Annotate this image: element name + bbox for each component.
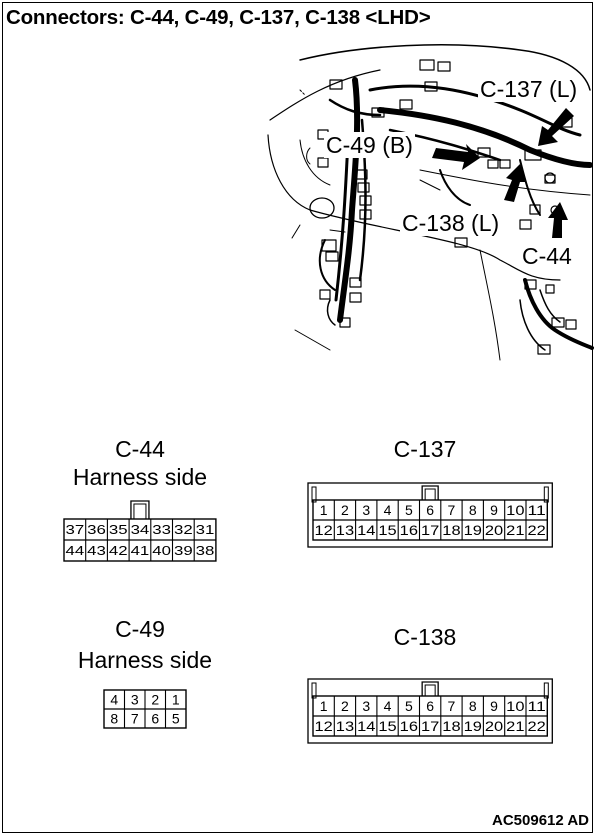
c137-latch-left	[311, 486, 317, 503]
c137-pin-label: 2	[341, 502, 349, 518]
c137-pin-label: 7	[448, 502, 456, 518]
c138-latch-left	[311, 682, 317, 699]
c44-pin-label: 42	[109, 543, 128, 558]
c138-pin-label: 21	[506, 718, 525, 734]
c137-pin-label: 6	[426, 502, 434, 518]
c44-pin-label: 34	[131, 522, 150, 537]
c138-pin-label: 11	[528, 698, 547, 714]
c44-subtitle: Harness side	[72, 464, 208, 490]
c137-pin-label: 5	[405, 502, 413, 518]
c44-key-inner	[133, 503, 147, 520]
c138-pin-label: 1	[320, 698, 328, 714]
c137-pin-label: 20	[485, 522, 504, 538]
c137-pin-label: 14	[357, 522, 376, 538]
c44-pin-label: 33	[152, 522, 171, 537]
c138-pin-label: 4	[384, 698, 392, 714]
c44-pin-label: 41	[131, 543, 150, 558]
c138-pin-label: 16	[400, 718, 419, 734]
c137-key-tab	[421, 485, 439, 500]
callout-c138: C-138 (L)	[400, 210, 502, 236]
c44-pin-label: 38	[196, 543, 215, 558]
c49-pin-label: 3	[131, 692, 139, 708]
c44-pin-label: 37	[66, 522, 85, 537]
c138-key-tab	[421, 681, 439, 696]
c44-pin-label: 35	[109, 522, 128, 537]
c137-pin-label: 15	[378, 522, 397, 538]
c137-pin-label: 1	[320, 502, 328, 518]
c44-pin-label: 31	[196, 522, 215, 537]
c138-latch-right	[543, 682, 549, 699]
c137-shell	[307, 482, 553, 548]
c49-pin-label: 1	[172, 692, 180, 708]
c137-pin-label: 18	[442, 522, 461, 538]
c49-pin-label: 8	[110, 711, 118, 727]
c137-pin-label: 22	[528, 522, 547, 538]
c137-name: C-137	[393, 436, 457, 462]
c49-subtitle: Harness side	[77, 647, 213, 673]
c138-pin-label: 5	[405, 698, 413, 714]
c138-name: C-138	[393, 624, 457, 650]
c138-pin-label: 10	[506, 698, 525, 714]
c138-pin-label: 12	[315, 718, 334, 734]
c138-pin-label: 2	[341, 698, 349, 714]
c138-pin-label: 6	[426, 698, 434, 714]
c137-pin-label: 4	[384, 502, 392, 518]
c137-pin-label: 13	[336, 522, 355, 538]
c138-pin-label: 18	[442, 718, 461, 734]
c137-pin-label: 3	[362, 502, 370, 518]
c138-pin-label: 9	[490, 698, 498, 714]
c44-pin-label: 32	[174, 522, 193, 537]
c49-pin-label: 4	[110, 692, 118, 708]
c137-pin-label: 8	[469, 502, 477, 518]
c137-pin-label: 9	[490, 502, 498, 518]
c138-pin-label: 8	[469, 698, 477, 714]
c44-pin-label: 36	[87, 522, 106, 537]
c49-pin-label: 7	[131, 711, 139, 727]
c44-name: C-44	[115, 436, 165, 462]
c138-pin-label: 19	[464, 718, 483, 734]
callout-c49: C-49 (B)	[324, 132, 415, 158]
c137-latch-right	[543, 486, 549, 503]
c138-pin-label: 7	[448, 698, 456, 714]
c138-pin-label: 13	[336, 718, 355, 734]
figure-code: AC509612 AD	[492, 812, 589, 829]
c49-name: C-49	[115, 616, 165, 642]
c44-pin-label: 40	[152, 543, 171, 558]
c137-pin-label: 12	[315, 522, 334, 538]
c44-pin-label: 39	[174, 543, 193, 558]
c44-key-tab	[130, 500, 150, 519]
callout-c44: C-44	[520, 243, 574, 269]
callout-c137: C-137 (L)	[478, 76, 580, 102]
c138-key-inner	[424, 684, 436, 697]
c138-pin-label: 20	[485, 718, 504, 734]
c137-pin-label: 17	[421, 522, 440, 538]
c137-pin-label: 21	[506, 522, 525, 538]
c49-pin-label: 2	[151, 692, 159, 708]
c138-pin-label: 22	[528, 718, 547, 734]
c49-pin-label: 6	[151, 711, 159, 727]
c138-shell	[307, 678, 553, 744]
c137-pin-label: 16	[400, 522, 419, 538]
c138-pin-label: 15	[378, 718, 397, 734]
page-title: Connectors: C-44, C-49, C-137, C-138 <LH…	[6, 6, 431, 29]
c138-pin-label: 17	[421, 718, 440, 734]
c44-pin-label: 43	[87, 543, 106, 558]
c44-pin-label: 44	[66, 543, 85, 558]
c138-pin-label: 14	[357, 718, 376, 734]
c138-pin-label: 3	[362, 698, 370, 714]
c137-pin-label: 10	[506, 502, 525, 518]
c49-pin-label: 5	[172, 711, 180, 727]
c137-key-inner	[424, 488, 436, 501]
c137-pin-label: 19	[464, 522, 483, 538]
c137-pin-label: 11	[528, 502, 547, 518]
